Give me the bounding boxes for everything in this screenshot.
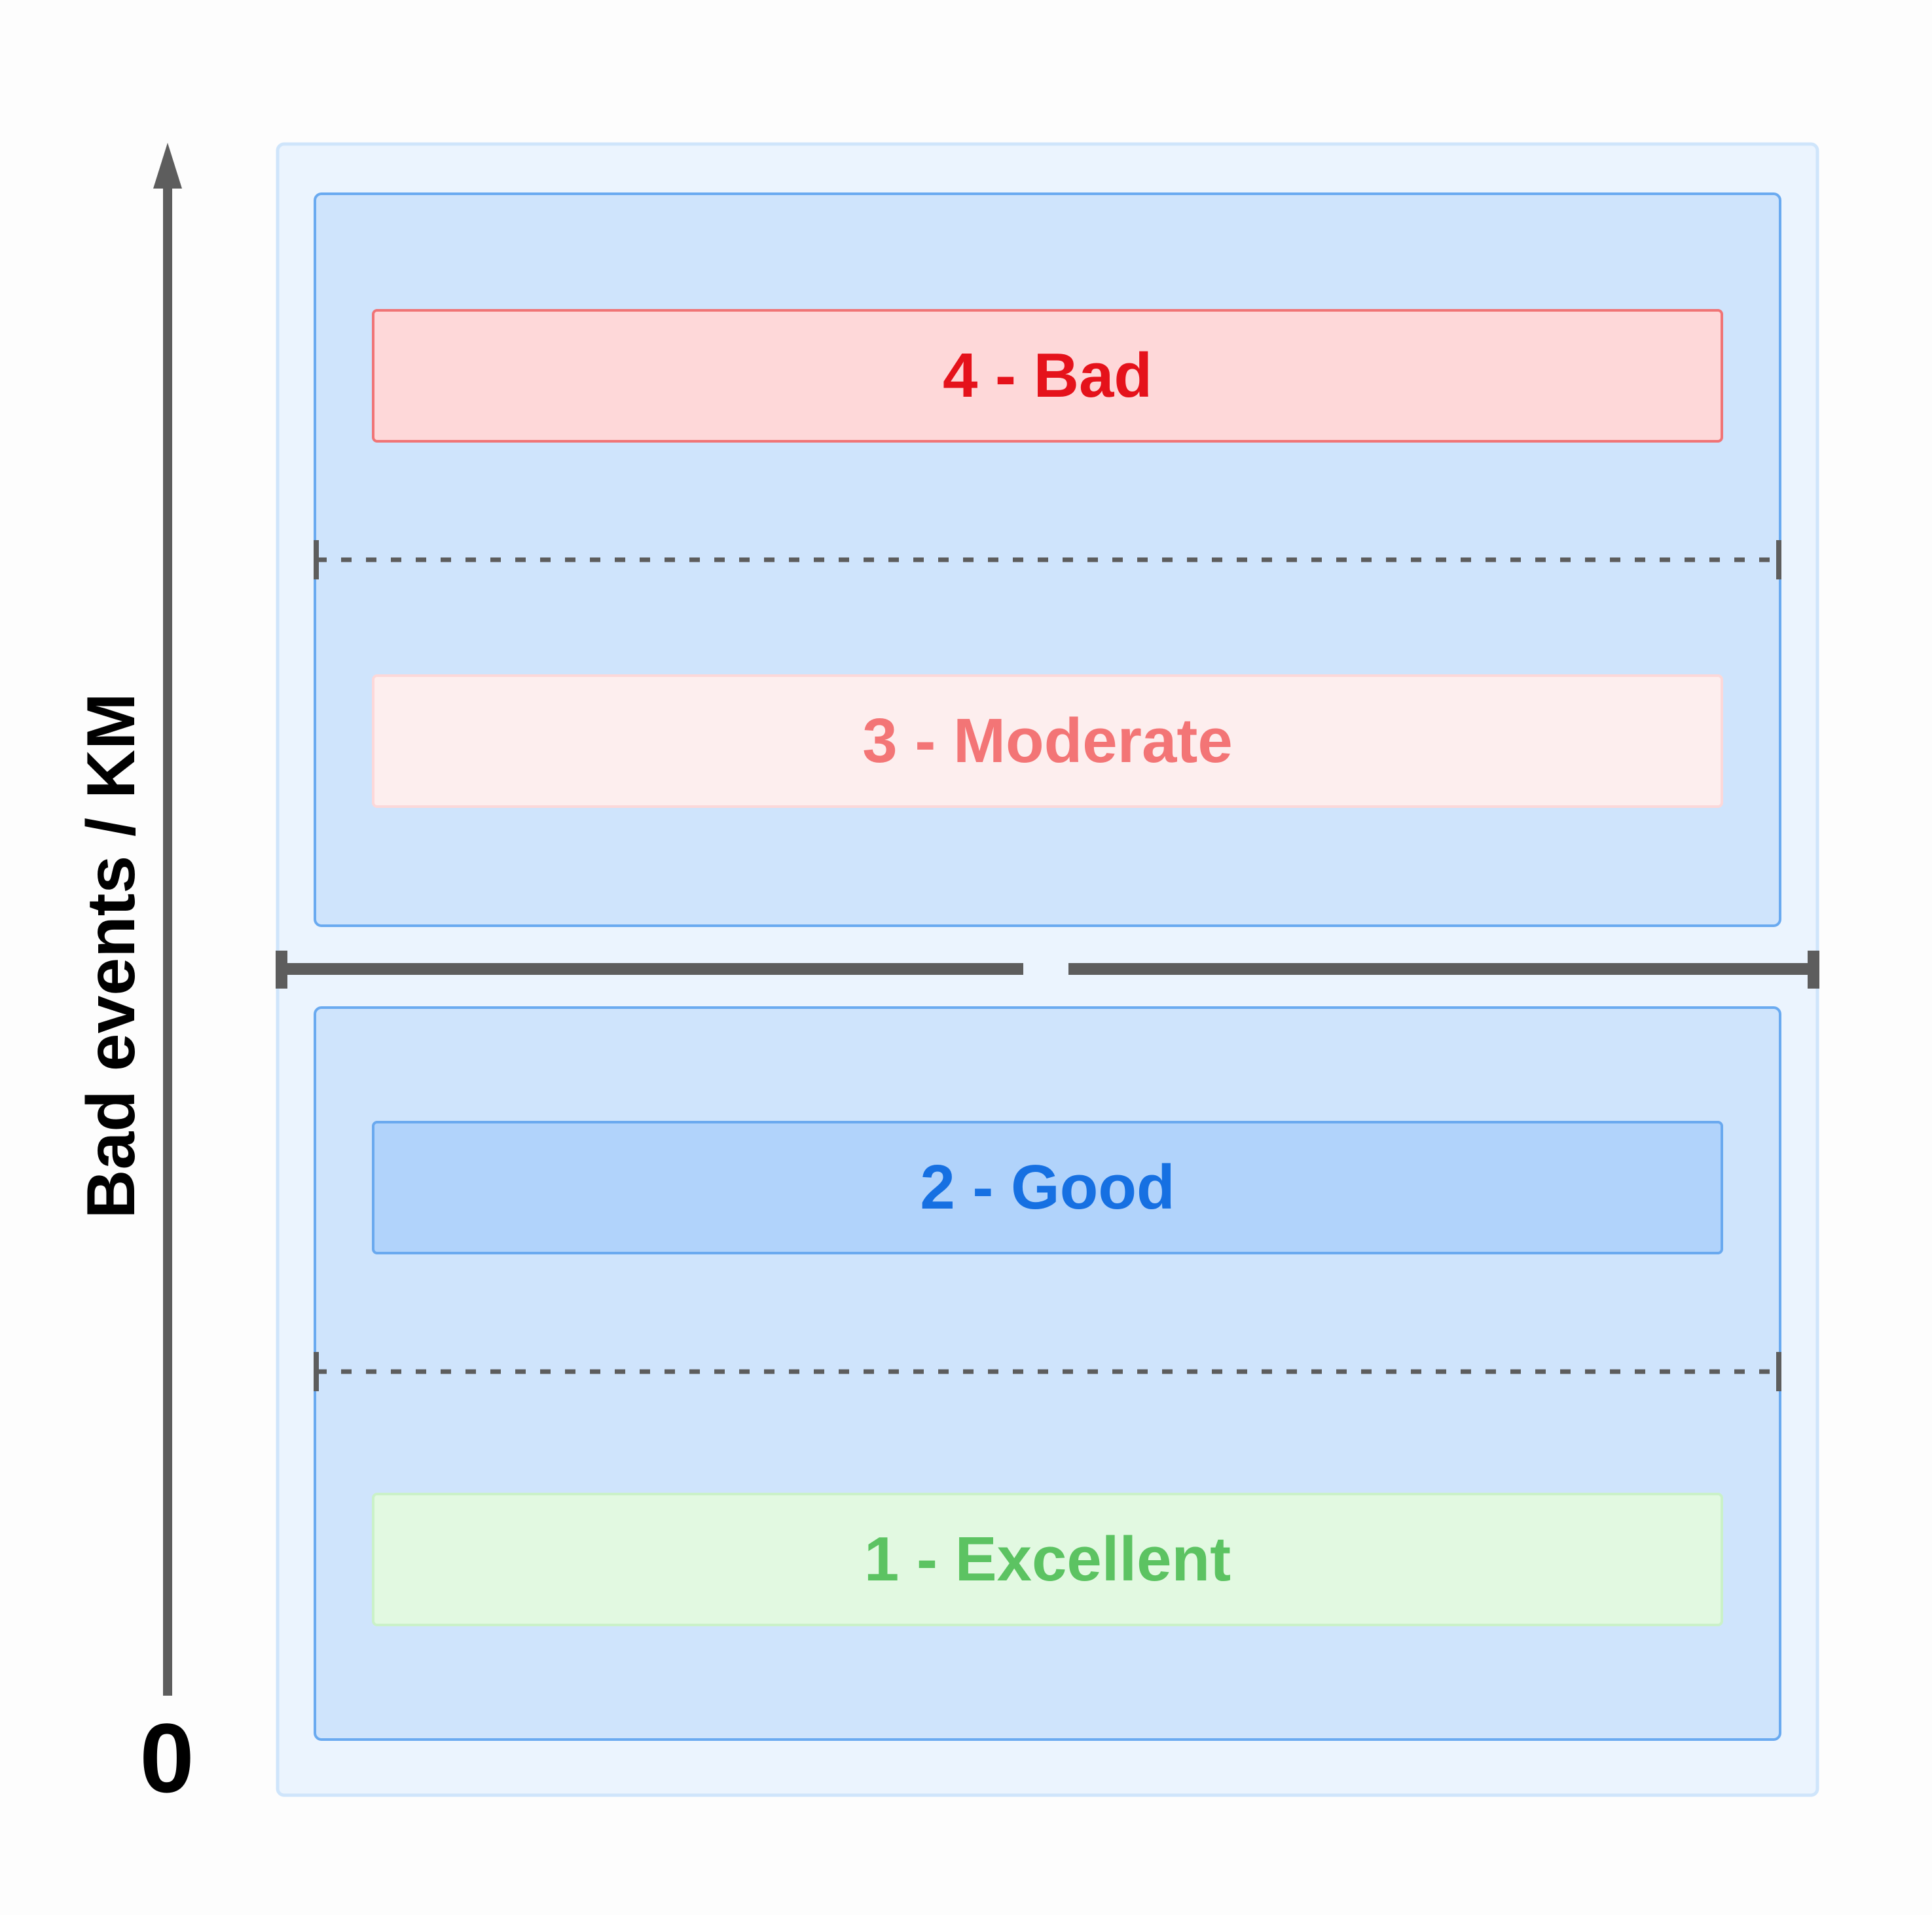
level-bad-label: 4 - Bad [942,340,1153,410]
level-moderate-band: 3 - Moderate [372,674,1723,808]
y-axis-label: Bad events / KM [73,693,149,1219]
level-moderate-label: 3 - Moderate [862,706,1233,776]
center-separator [276,951,1819,989]
upper-dashed-divider [314,540,1781,579]
level-excellent-band: 1 - Excellent [372,1493,1723,1626]
level-good-label: 2 - Good [920,1152,1175,1222]
lower-dashed-divider [314,1352,1781,1391]
y-axis-origin: 0 [139,1703,194,1813]
level-excellent-label: 1 - Excellent [864,1524,1231,1594]
y-axis-arrow [153,143,182,1696]
level-bad-band: 4 - Bad [372,309,1723,443]
level-good-band: 2 - Good [372,1121,1723,1254]
